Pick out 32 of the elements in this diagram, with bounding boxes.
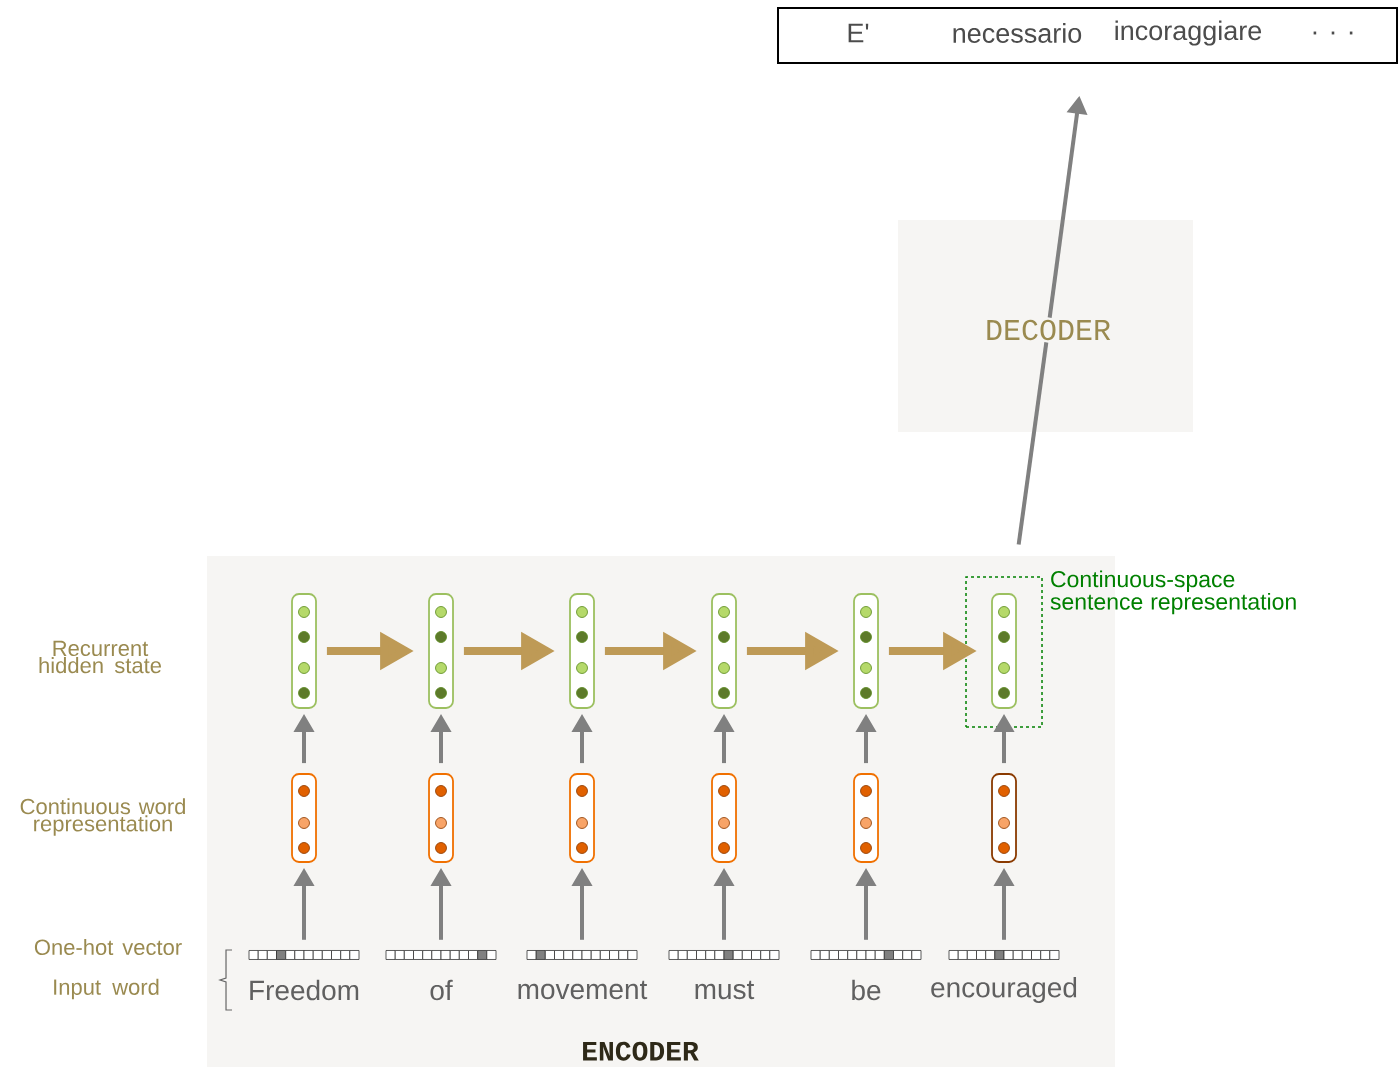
- word-vector: [569, 773, 595, 863]
- input-word: of: [430, 979, 453, 1001]
- hidden-state-vector: [428, 593, 454, 709]
- row-label: Recurrent hidden state: [39, 640, 161, 674]
- row-label: Input word: [54, 978, 159, 1000]
- hidden-state-vector: [711, 593, 737, 709]
- one-hot-vector: [248, 950, 360, 960]
- word-vector: [428, 773, 454, 863]
- input-word: be: [852, 979, 881, 1001]
- word-vector: [853, 773, 879, 863]
- input-word: Freedom: [250, 979, 359, 1001]
- word-vector: [291, 773, 317, 863]
- row-label: Continuous word representation: [20, 798, 185, 836]
- one-hot-vector: [668, 950, 780, 960]
- hidden-state-vector: [569, 593, 595, 709]
- one-hot-vector: [526, 950, 638, 960]
- hidden-state-vector: [853, 593, 879, 709]
- one-hot-vector: [810, 950, 922, 960]
- one-hot-vector: [948, 950, 1060, 960]
- word-vector: [991, 773, 1017, 863]
- decoder-panel: DECODER: [898, 220, 1193, 432]
- output-sentence-box: E' necessario incoraggiare . . .: [777, 7, 1398, 64]
- word-vector: [711, 773, 737, 863]
- input-word: must: [695, 980, 755, 1000]
- node-label: Continuous-space sentence representation: [1050, 570, 1296, 615]
- hidden-state-vector: [291, 593, 317, 709]
- one-hot-vector: [385, 950, 497, 960]
- row-label: One-hot vector: [34, 938, 182, 956]
- sentence-representation-box: Continuous-space sentence representation: [965, 570, 1296, 728]
- input-word: movement: [518, 980, 648, 1000]
- hidden-state-vector: [991, 593, 1017, 709]
- input-word: encouraged: [931, 976, 1077, 1004]
